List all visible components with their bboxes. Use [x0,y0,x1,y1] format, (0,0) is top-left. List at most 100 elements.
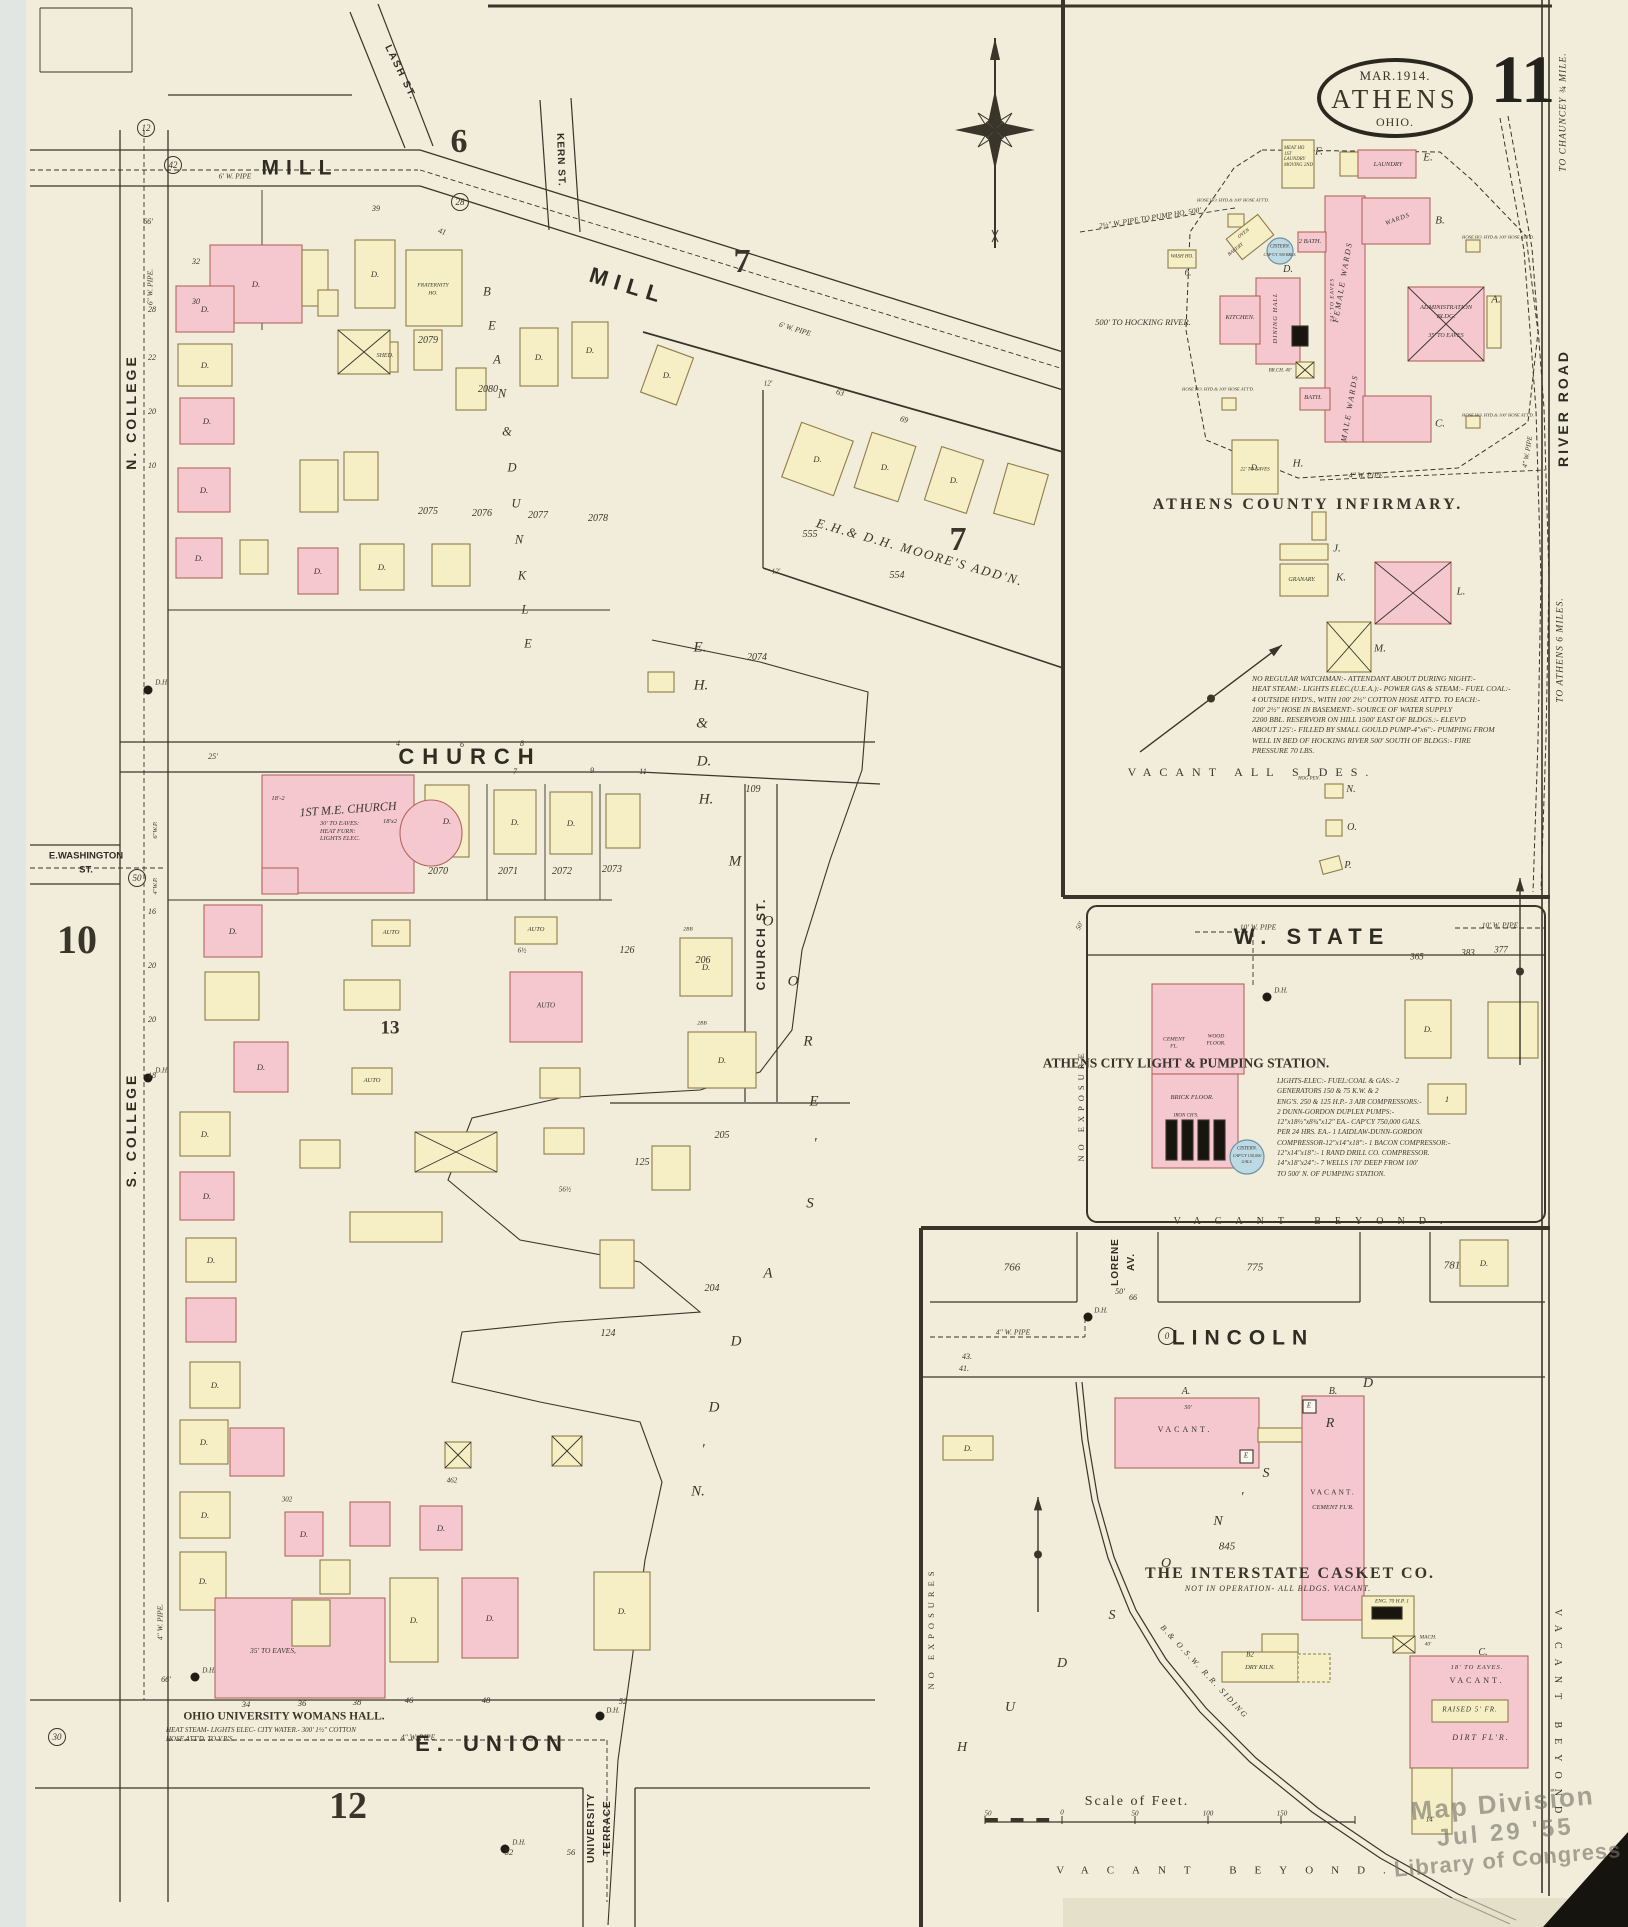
building [1213,1119,1226,1161]
boundary-line [1507,115,1550,891]
north-arrow-head [1268,645,1282,657]
building [543,1127,585,1155]
water-pipe-line [1079,207,1236,233]
building [359,543,405,591]
building [1324,195,1366,443]
hydrant-dot [500,1844,510,1854]
building [923,445,985,515]
building [233,1041,289,1093]
building [1279,563,1329,597]
building [514,916,558,945]
circled-number [451,193,469,211]
building [419,1505,463,1551]
building [371,919,411,947]
building [605,793,641,849]
building [1302,1399,1317,1414]
map-date: MAR.1914. [1359,68,1431,83]
building [781,421,854,497]
building [185,1237,237,1283]
building [1325,819,1343,837]
building [351,1067,393,1095]
creek-or-rail-line [1081,1381,1517,1921]
street-line [419,149,1064,353]
building [1404,999,1452,1059]
building [1291,325,1309,347]
map-state: OHIO. [1376,115,1414,129]
creek-or-rail-line [447,639,869,1926]
building [1165,1119,1178,1161]
building [519,327,559,387]
building [1231,439,1279,495]
building [179,1491,231,1539]
building [349,1501,391,1547]
building [539,1067,581,1099]
street-line [762,567,1064,669]
building [297,547,339,595]
building [1361,197,1431,245]
x-mark [414,1131,498,1173]
building [1261,1633,1299,1655]
building [299,459,339,513]
hydrant-dot [143,1073,153,1083]
building [1151,983,1245,1075]
building [1301,1395,1365,1621]
x-mark [1374,561,1452,625]
building [1339,151,1359,177]
scan-edge [0,0,26,1927]
building [853,431,917,503]
building [389,1577,439,1663]
building [405,249,463,327]
building [261,867,299,895]
x-mark [1326,621,1372,673]
building [1299,387,1331,411]
building [354,239,396,309]
cistern-circle [1266,237,1294,265]
boundary-line [1499,117,1542,893]
building [343,451,379,501]
building [571,321,609,379]
building [1411,1767,1453,1835]
building [413,329,443,371]
building [239,539,269,575]
building [179,1111,231,1157]
building [1227,213,1245,228]
circled-number-text: 42 [169,160,179,170]
north-arrow-head [1515,878,1525,892]
creek-or-rail-line [1075,1381,1511,1925]
hydrant-dot [1083,1312,1093,1322]
circled-number [128,869,146,887]
building [179,397,235,445]
boundary-line [1185,149,1539,479]
building [1459,1239,1509,1287]
street-line [349,11,406,149]
circled-number [48,1728,66,1746]
building [1361,1595,1415,1639]
circled-number [1158,1327,1176,1345]
x-mark [444,1441,472,1469]
building [593,1571,651,1651]
building [647,671,675,693]
circled-number-text: 30 [52,1732,63,1742]
building [1255,277,1301,365]
building [1225,213,1275,261]
building [1297,231,1327,253]
building [399,799,463,867]
street-line [419,185,1064,391]
building [204,971,260,1021]
building [189,1361,241,1409]
scale-bar [985,1818,998,1822]
building [284,1511,324,1557]
building [177,467,231,513]
building [317,289,339,317]
hydrant-dot [595,1711,605,1721]
building [1431,1699,1509,1723]
building [1465,415,1481,429]
building [1486,295,1502,349]
x-mark [551,1435,583,1467]
map-city: ATHENS [1331,84,1459,114]
building [493,789,537,855]
street-line [642,331,1064,453]
building [1297,1653,1331,1683]
